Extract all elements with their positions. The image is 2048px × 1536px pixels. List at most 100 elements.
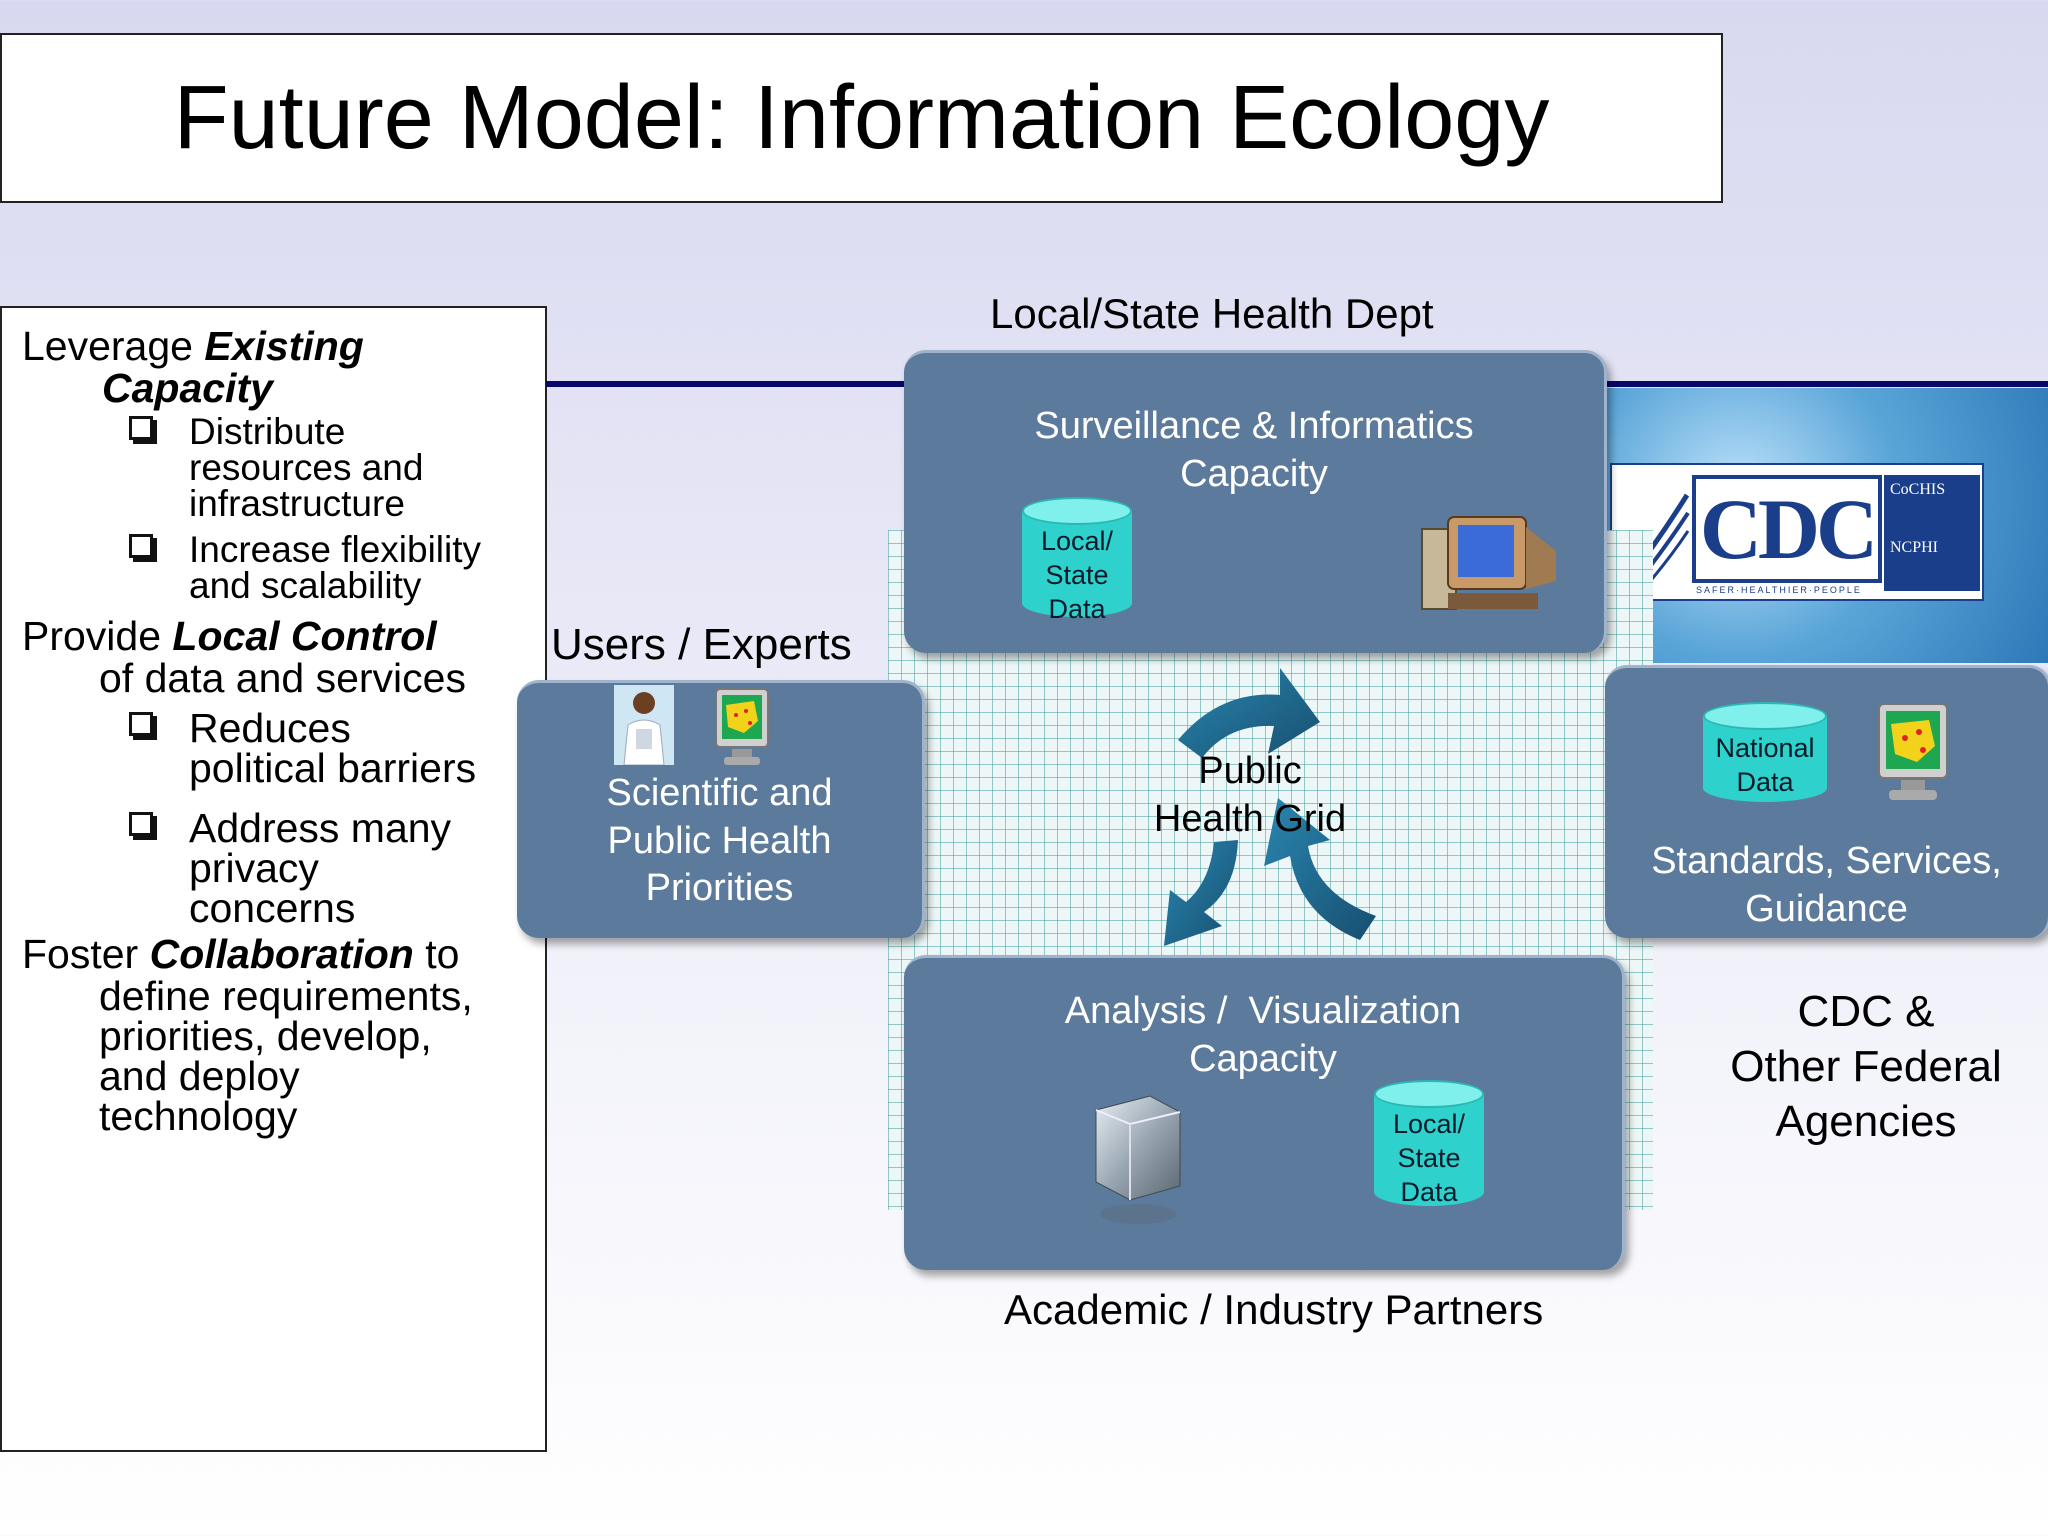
local-state-data-cylinder-top: Local/ State Data — [1022, 497, 1132, 631]
cyl-line: State — [1397, 1142, 1461, 1173]
cyl-line: Data — [1400, 1176, 1458, 1207]
center-label-line: Public — [1198, 750, 1302, 792]
cdc-motto: SAFER·HEALTHIER·PEOPLE — [1696, 585, 1862, 595]
left-panel: Leverage Existing Capacity Distribute re… — [0, 306, 547, 1452]
cdc-text: CDC — [1699, 481, 1878, 577]
cylinder-top — [1022, 497, 1132, 525]
s3-line: technology — [99, 1093, 298, 1139]
label-academic-industry: Academic / Industry Partners — [1004, 1286, 1544, 1333]
s1-item-1: Distribute resources and infrastructure — [189, 411, 424, 524]
s2-item-1-line: political barriers — [189, 745, 477, 791]
s1-item-2-line: and scalability — [189, 565, 422, 606]
cylinder-body — [1703, 716, 1827, 802]
s2-item-1: Reduces political barriers — [189, 705, 477, 791]
s2-item-2-line: privacy — [189, 845, 319, 891]
cylinder-top — [1703, 702, 1827, 730]
surveillance-box: Surveillance & Informatics Capacity Loca… — [904, 350, 1607, 653]
public-health-grid-label: Public Health Grid — [1110, 748, 1390, 843]
s1-prefix: Leverage — [22, 323, 205, 369]
label-users-experts: Users / Experts — [551, 620, 852, 669]
checkbox-icon — [129, 712, 153, 736]
priorities-label-line: Priorities — [645, 867, 794, 909]
s2-cont: of data and services — [99, 655, 466, 701]
cyl-line: Data — [1736, 766, 1794, 797]
cochis-text: CoCHIS — [1890, 481, 1946, 498]
standards-label-line: Standards, Services, — [1651, 840, 2002, 882]
page-title: Future Model: Information Ecology — [173, 67, 1550, 168]
cylinder-top — [1374, 1080, 1484, 1108]
cylinder-text: National Data — [1703, 732, 1827, 800]
center-label-line: Health Grid — [1153, 797, 1347, 840]
cycle-arrow-right-icon — [1264, 798, 1376, 940]
computer-icon — [1421, 516, 1556, 610]
cdc-label-line: CDC & — [1797, 987, 1935, 1036]
cylinder-text: Local/ State Data — [1374, 1108, 1484, 1209]
analysis-box: Analysis / Visualization Capacity Local/… — [904, 955, 1625, 1270]
local-state-data-cylinder-bottom: Local/ State Data — [1374, 1080, 1484, 1220]
cdc-label-line: Agencies — [1775, 1097, 1957, 1146]
cyl-line: Local/ — [1392, 1109, 1466, 1139]
label-cdc-federal: CDC & Other Federal Agencies — [1690, 984, 2042, 1149]
s1-bold-a: Existing — [204, 323, 364, 369]
s2-item-2-line: concerns — [189, 885, 356, 931]
s2-prefix: Provide — [22, 613, 173, 659]
doctor-icon — [614, 685, 674, 765]
s1-item-2: Increase flexibility and scalability — [189, 529, 482, 606]
s2-item-1-line: Reduces — [189, 705, 351, 751]
cdc-wordmark: CDC — [1692, 475, 1882, 583]
s2-bold: Local Control — [172, 613, 437, 659]
analysis-label: Analysis / Visualization Capacity — [904, 988, 1622, 1083]
surveillance-label-line: Surveillance & Informatics — [1034, 405, 1474, 447]
s1-item-1-line: infrastructure — [189, 483, 405, 524]
standards-label: Standards, Services, Guidance — [1605, 838, 2048, 933]
cyl-line: State — [1045, 559, 1109, 590]
s3-lines: define requirements, priorities, develop… — [99, 973, 473, 1139]
ncphi-text: NCPHI — [1890, 539, 1939, 556]
s3-prefix: Foster — [22, 931, 150, 977]
priorities-label-line: Scientific and — [606, 772, 833, 814]
surveillance-label: Surveillance & Informatics Capacity — [904, 403, 1604, 498]
section-2-heading: Provide Local Control — [22, 616, 437, 657]
priorities-box: Scientific and Public Health Priorities — [517, 680, 925, 938]
priorities-label: Scientific and Public Health Priorities — [517, 770, 922, 913]
analysis-label-line: Capacity — [1189, 1037, 1337, 1080]
national-data-cylinder: National Data — [1703, 702, 1827, 812]
s2-item-2: Address many privacy concerns — [189, 805, 452, 931]
label-local-state-health-dept: Local/State Health Dept — [990, 290, 1434, 337]
s3-line: priorities, develop, — [99, 1013, 432, 1059]
cyl-line: Local/ — [1040, 526, 1114, 556]
cyl-line: Data — [1048, 593, 1106, 624]
s3-line: define requirements, — [99, 973, 473, 1019]
map-monitor-icon-right — [1878, 703, 1948, 800]
standards-box: National Data Standards, Services, Guida… — [1605, 665, 2048, 938]
cdc-label-line: Other Federal — [1730, 1042, 2002, 1091]
cdc-side-panel: CoCHIS NCPHI — [1884, 475, 1980, 591]
checkbox-icon — [129, 812, 153, 836]
checkbox-icon — [129, 534, 153, 558]
priorities-label-line: Public Health — [607, 819, 832, 862]
data-cube-icon — [1095, 1095, 1181, 1224]
cycle-arrow-top-icon — [1178, 668, 1320, 758]
s1-item-1-line: Distribute — [189, 411, 346, 452]
title-box: Future Model: Information Ecology — [0, 33, 1723, 203]
s3-line: and deploy — [99, 1053, 300, 1099]
cylinder-body — [1022, 511, 1132, 617]
analysis-label-line: Analysis / Visualization — [1064, 990, 1462, 1032]
surveillance-label-line: Capacity — [1180, 452, 1328, 495]
s2-item-2-line: Address many — [189, 805, 452, 851]
s3-bold: Collaboration — [149, 931, 414, 977]
s3-suffix: to — [413, 931, 460, 977]
cycle-arrow-left-icon — [1164, 840, 1238, 946]
map-monitor-icon — [715, 688, 769, 765]
cycle-arrows — [1164, 668, 1376, 946]
cyl-line: National — [1715, 733, 1815, 763]
cylinder-body — [1374, 1094, 1484, 1206]
cylinder-text: Local/ State Data — [1022, 525, 1132, 626]
s1-item-1-line: resources and — [189, 447, 424, 488]
checkbox-icon — [129, 416, 153, 440]
cdc-logo: CDC SAFER·HEALTHIER·PEOPLE CoCHIS NCPHI — [1610, 463, 1984, 601]
s1-item-2-line: Increase flexibility — [189, 529, 482, 570]
section-1-heading: Leverage Existing — [22, 326, 364, 367]
standards-label-line: Guidance — [1745, 887, 1908, 930]
s1-bold-b: Capacity — [102, 365, 273, 411]
